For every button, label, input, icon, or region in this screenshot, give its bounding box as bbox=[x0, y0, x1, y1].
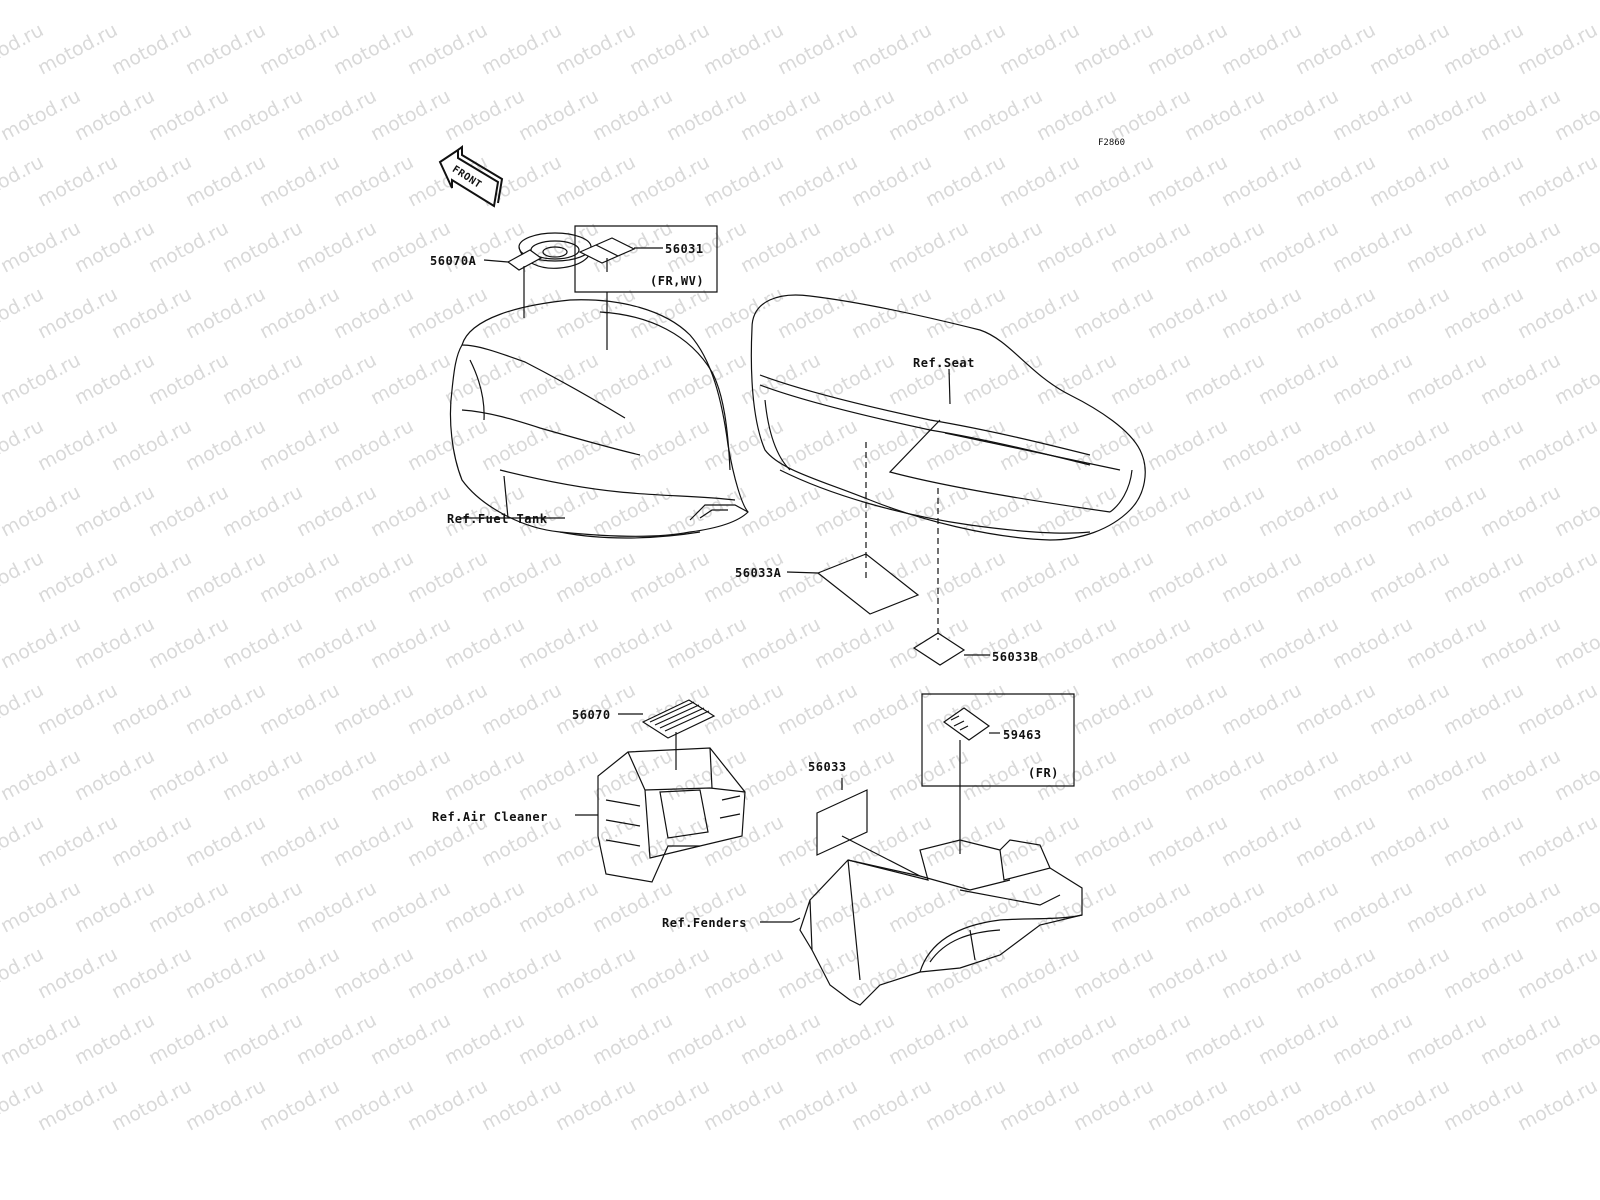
part-number-56031[interactable]: 56031 bbox=[665, 242, 704, 256]
note-box-59463 bbox=[922, 694, 1074, 786]
part-number-56070[interactable]: 56070 bbox=[572, 708, 611, 722]
fenders-drawing bbox=[800, 840, 1082, 1005]
ref-seat[interactable]: Ref.Seat bbox=[913, 356, 975, 370]
note-box-56031 bbox=[575, 226, 717, 292]
decal-56031 bbox=[580, 238, 634, 263]
decal-56070 bbox=[643, 700, 714, 738]
front-arrow-icon bbox=[440, 147, 502, 206]
part-note-59463: (FR) bbox=[1028, 766, 1059, 780]
part-number-56070A[interactable]: 56070A bbox=[430, 254, 477, 268]
part-number-56033A[interactable]: 56033A bbox=[735, 566, 782, 580]
decal-56033B bbox=[914, 633, 964, 665]
part-note-56031: (FR,WV) bbox=[650, 274, 705, 288]
part-number-56033B[interactable]: 56033B bbox=[992, 650, 1039, 664]
decal-56033 bbox=[817, 790, 867, 855]
ref-fuel-tank[interactable]: Ref.Fuel Tank bbox=[447, 512, 548, 526]
leader-lines bbox=[460, 248, 1000, 922]
ref-air-cleaner[interactable]: Ref.Air Cleaner bbox=[432, 810, 548, 824]
part-number-56033[interactable]: 56033 bbox=[808, 760, 847, 774]
part-number-59463[interactable]: 59463 bbox=[1003, 728, 1042, 742]
air-cleaner-drawing bbox=[598, 748, 745, 882]
decal-59463 bbox=[944, 708, 989, 740]
ref-fenders[interactable]: Ref.Fenders bbox=[662, 916, 747, 930]
decal-56070A bbox=[508, 250, 541, 270]
decal-56033A bbox=[818, 554, 918, 614]
seat-drawing bbox=[751, 295, 1145, 540]
figure-code: F2860 bbox=[1098, 138, 1126, 148]
